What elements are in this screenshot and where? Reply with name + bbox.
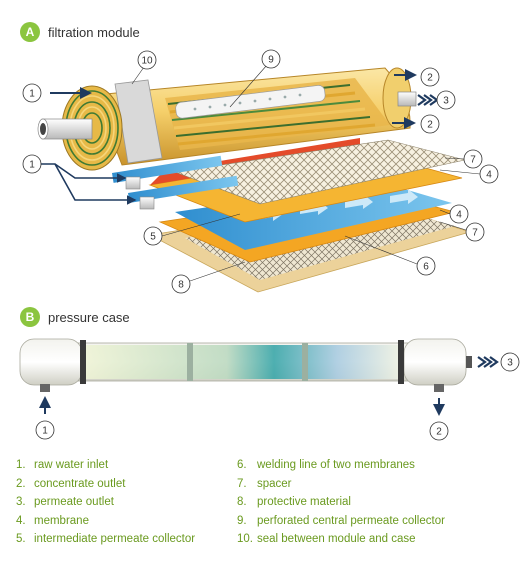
right-end-cap bbox=[403, 338, 467, 386]
callout-6: 6 bbox=[416, 256, 436, 276]
legend-right: 6.welding line of two membranes 7.spacer… bbox=[237, 456, 445, 549]
callouts-a: 1 10 9 2 3 2 1 7 4 5 4 7 6 8 bbox=[22, 49, 499, 294]
callouts-b: 3 1 2 bbox=[35, 352, 520, 441]
legend-left: 1.raw water inlet 2.concentrate outlet 3… bbox=[16, 456, 195, 549]
svg-text:3: 3 bbox=[507, 358, 513, 369]
flow-arrows-b bbox=[39, 356, 499, 416]
callout-3: 3 bbox=[436, 90, 456, 110]
callout-b-2: 2 bbox=[429, 421, 449, 441]
legend-item-1: 1.raw water inlet bbox=[16, 459, 109, 471]
svg-text:2: 2 bbox=[436, 427, 442, 438]
section-b-header: B pressure case bbox=[20, 307, 130, 327]
callout-9: 9 bbox=[261, 49, 281, 69]
left-end-cap bbox=[19, 338, 83, 386]
intermediate-permeate-collector bbox=[175, 182, 452, 250]
svg-text:7: 7 bbox=[472, 228, 478, 239]
svg-text:10: 10 bbox=[141, 56, 153, 67]
legend-item-2: 2.concentrate outlet bbox=[16, 477, 126, 490]
svg-text:2: 2 bbox=[427, 120, 433, 131]
svg-text:7: 7 bbox=[470, 155, 476, 166]
blue-tube-lower bbox=[128, 175, 239, 203]
svg-text:2: 2 bbox=[427, 73, 433, 84]
seal-ring bbox=[114, 79, 163, 164]
legend-item-5: 5.intermediate permeate collector bbox=[16, 533, 196, 545]
callout-4-bottom: 4 bbox=[449, 204, 469, 224]
raw-water-arrow-lower-pipe bbox=[54, 163, 137, 205]
legend-item-7: 7.spacer bbox=[237, 477, 292, 490]
section-a-title: filtration module bbox=[48, 24, 140, 40]
callout-b-1: 1 bbox=[35, 420, 55, 440]
permeate-outlet-arrow-b bbox=[477, 356, 499, 368]
svg-text:1: 1 bbox=[29, 89, 35, 100]
case-inner-window bbox=[85, 345, 400, 379]
section-a-header: A filtration module bbox=[20, 22, 140, 42]
section-b-badge: B bbox=[20, 307, 40, 327]
callout-1-lower: 1 bbox=[22, 154, 42, 174]
svg-text:1: 1 bbox=[29, 160, 35, 171]
svg-text:6: 6 bbox=[423, 262, 429, 273]
pressure-case bbox=[19, 338, 472, 392]
legend-item-8: 8.protective material bbox=[237, 496, 351, 508]
right-band bbox=[398, 340, 404, 384]
section-a-badge: A bbox=[20, 22, 40, 42]
legend-item-6: 6.welding line of two membranes bbox=[237, 459, 415, 471]
callout-7-top: 7 bbox=[463, 149, 483, 169]
central-permeate-collector bbox=[175, 85, 326, 119]
svg-text:1: 1 bbox=[42, 426, 48, 437]
legend-item-3: 3.permeate outlet bbox=[16, 496, 114, 508]
callout-10: 10 bbox=[137, 50, 157, 70]
permeate-outlet-arrow bbox=[417, 94, 439, 106]
middle-seal-right bbox=[302, 343, 308, 381]
inlet-pipe-upper bbox=[125, 176, 141, 190]
section-b-title: pressure case bbox=[48, 309, 130, 325]
callout-4-top: 4 bbox=[479, 164, 499, 184]
callout-7-bottom: 7 bbox=[465, 222, 485, 242]
blue-tube-upper bbox=[112, 155, 223, 183]
collector-perforations bbox=[193, 93, 302, 111]
callout-2-bottom: 2 bbox=[420, 114, 440, 134]
inlet-pipe-lower bbox=[139, 196, 155, 210]
left-band bbox=[80, 340, 86, 384]
callout-2-top: 2 bbox=[420, 67, 440, 87]
leader-lines-a bbox=[131, 64, 481, 282]
svg-text:4: 4 bbox=[456, 210, 462, 221]
legend-item-10: 10.seal between module and case bbox=[237, 533, 416, 545]
callout-1: 1 bbox=[22, 83, 42, 103]
svg-text:3: 3 bbox=[443, 96, 449, 107]
legend-item-9: 9.perforated central permeate collector bbox=[237, 514, 445, 527]
back-pipe bbox=[397, 91, 417, 107]
diagram-canvas: 1 10 9 2 3 2 1 7 4 5 4 7 6 8 3 1 2 bbox=[19, 49, 520, 441]
middle-seal-left bbox=[187, 343, 193, 381]
callout-5: 5 bbox=[143, 226, 163, 246]
concentrate-port bbox=[434, 384, 444, 392]
front-pipe bbox=[41, 118, 93, 140]
flow-arrows-a bbox=[38, 69, 439, 205]
callout-b-3: 3 bbox=[500, 352, 520, 372]
svg-text:8: 8 bbox=[178, 280, 184, 291]
raw-water-arrow-upper-pipe bbox=[38, 163, 127, 183]
filtration-module bbox=[37, 67, 472, 293]
legend-item-4: 4.membrane bbox=[16, 514, 89, 527]
svg-text:4: 4 bbox=[486, 170, 492, 181]
front-pipe-hole bbox=[40, 123, 46, 135]
svg-text:9: 9 bbox=[268, 55, 274, 66]
callout-8: 8 bbox=[171, 274, 191, 294]
svg-text:5: 5 bbox=[150, 232, 156, 243]
outlet-nozzle bbox=[466, 356, 472, 368]
inlet-port bbox=[40, 384, 50, 392]
